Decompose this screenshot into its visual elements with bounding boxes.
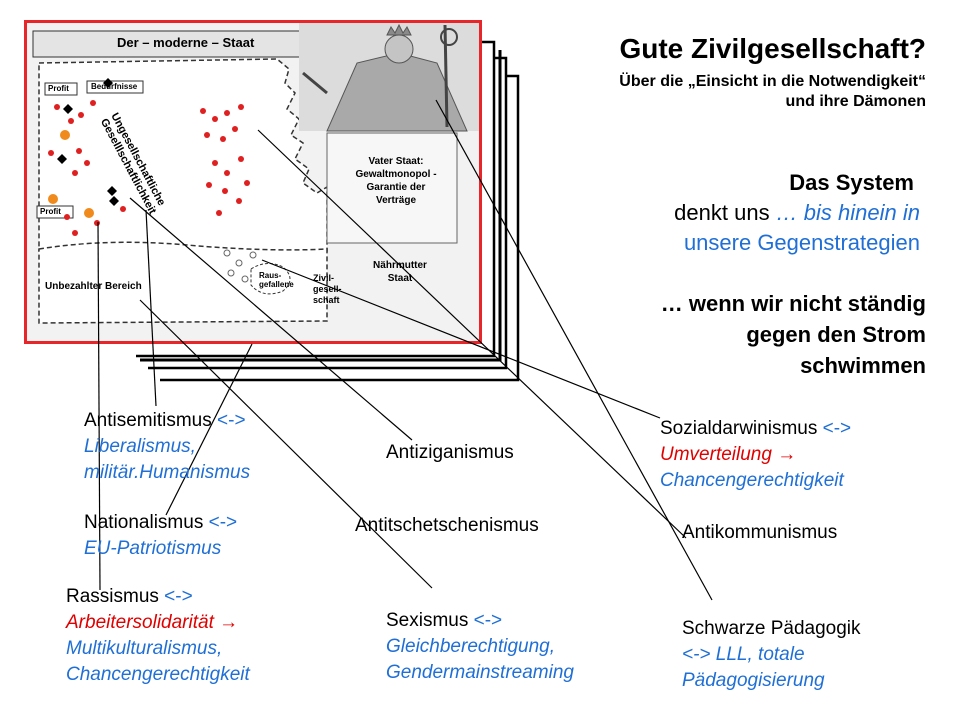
label-sozialdarwinismus: Sozialdarwinismus <-> Umverteilung → Cha… [660,416,851,494]
vater-line1: Vater Staat: [368,156,424,167]
vater-line3: Garantie der [366,182,426,193]
sexismus-text: Sexismus [386,610,469,631]
system-statement: Das System denkt uns … bis hinein in uns… [674,168,920,258]
lll-text: <-> LLL, totale [682,644,805,665]
beduerfnisse-label: Bedürfnisse [91,82,138,91]
liberalismus-text: Liberalismus, [84,436,196,457]
system-line3: unsere Gegenstrategien [683,230,920,255]
vater-staat-label: Vater Staat: Gewaltmonopol - Garantie de… [335,155,457,207]
nationalismus-text: Nationalismus [84,512,204,533]
leviathan-figure [299,23,479,132]
paed-text: Pädagogisierung [682,670,825,691]
raus-label: Raus- gefallene [259,271,294,289]
page-title: Gute Zivilgesellschaft? [619,33,926,64]
system-line2: denkt uns … bis hinein in [674,198,920,228]
gleich-text: Gleichberechtigung, [386,636,555,657]
antisemitismus-arrow: <-> [211,410,246,431]
profit-label-bottom: Profit [40,207,61,216]
vater-line4: Verträge [375,195,417,206]
strom-line1: … wenn wir nicht ständig [660,291,926,316]
strom-line2: gegen den Strom [746,322,926,347]
burst-icons [48,130,94,218]
schwarze-text: Schwarze Pädagogik [682,618,861,639]
chancen1-text: Chancengerechtigkeit [66,664,250,685]
label-antikommunismus: Antikommunismus [682,522,838,543]
red-dots [48,100,250,236]
naehr-line2: Staat [387,273,413,284]
chancen2-text: Chancengerechtigkeit [660,470,844,491]
zivil-label: Zivil- gesell- schaft [313,273,342,306]
zivil-line1: Zivil- [313,273,335,283]
sexismus-arrow: <-> [468,610,503,631]
profit-label-top: Profit [48,84,69,93]
arbeiter-arrow-icon: → [219,612,239,633]
multi-text: Multikulturalismus, [66,638,223,659]
system-line1: Das System [789,170,914,195]
diamond-markers [57,78,119,206]
gender-text: Gendermainstreaming [386,662,574,683]
label-antiziganismus: Antiziganismus [386,442,514,463]
system-line2-blue: … bis hinein in [769,200,920,225]
page-subtitle: Über die „Einsicht in die Notwendigkeit“… [619,72,926,112]
state-image: Der – moderne – Staat Profit Bedürfnisse… [24,20,482,344]
naehrmutter-label: Nährmutter Staat [355,259,445,285]
rassismus-text: Rassismus [66,586,159,607]
unbezahlt-label: Unbezahlter Bereich [45,281,142,292]
label-antitschetschenismus: Antitschetschenismus [355,515,539,536]
strom-line3: schwimmen [800,353,926,378]
eu-text: EU-Patriotismus [84,538,222,559]
raus-line1: Raus- [259,271,282,280]
vater-line2: Gewaltmonopol - [355,169,437,180]
system-line2-black: denkt uns [674,200,770,225]
raus-line2: gefallene [259,280,294,289]
sozial-text: Sozialdarwinismus [660,418,818,439]
nationalismus-arrow: <-> [203,512,238,533]
arbeiter-text: Arbeitersolidarität [66,612,220,633]
label-schwarze-paedagogik: Schwarze Pädagogik <-> LLL, totale Pädag… [682,616,861,694]
zivil-line2: gesell- [313,284,342,294]
sozial-arrow: <-> [817,418,852,439]
state-title: Der – moderne – Staat [117,35,255,50]
label-nationalismus: Nationalismus <-> EU-Patriotismus [84,510,237,562]
zivil-line3: schaft [313,295,340,305]
naehr-line1: Nährmutter [373,260,427,271]
umvert-arrow-icon: → [777,444,797,465]
strom-statement: … wenn wir nicht ständig gegen den Strom… [661,288,926,381]
umvert-text: Umverteilung [660,444,778,465]
label-sexismus: Sexismus <-> Gleichberechtigung, Genderm… [386,608,574,686]
label-rassismus: Rassismus <-> Arbeitersolidarität → Mult… [66,584,250,688]
rassismus-arrow: <-> [158,586,193,607]
subtitle-line2: und ihre Dämonen [785,93,926,110]
label-antisemitismus: Antisemitismus <-> Liberalismus, militär… [84,408,250,486]
humanismus-text: militär.Humanismus [84,462,251,483]
antisemitismus-text: Antisemitismus [84,410,212,431]
subtitle-line1: Über die „Einsicht in die Notwendigkeit“ [619,73,926,90]
